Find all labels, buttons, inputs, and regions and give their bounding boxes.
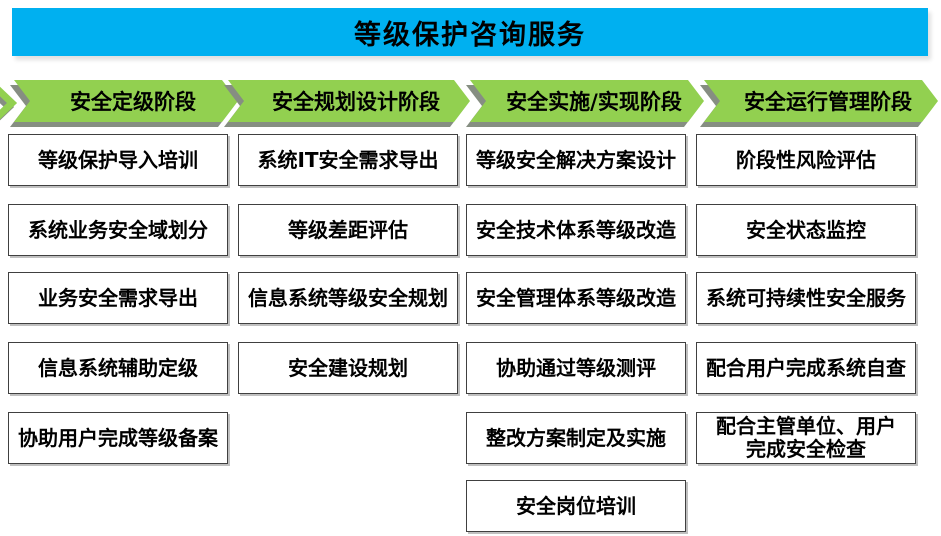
task-box: 安全建设规划 [238,342,458,394]
task-box: 协助用户完成等级备案 [8,412,228,464]
arrow-fill [704,80,938,122]
phase-arrow-4: 安全运行管理阶段 [704,80,938,122]
arrow-fill [228,80,470,122]
phase-label-2: 安全规划设计阶段 [272,90,440,114]
task-box: 安全技术体系等级改造 [466,204,686,256]
task-box: 等级保护导入培训 [8,134,228,186]
title-banner: 等级保护咨询服务 [12,8,928,56]
task-box: 业务安全需求导出 [8,272,228,324]
task-box: 安全岗位培训 [466,480,686,532]
task-box: 安全状态监控 [696,204,916,256]
task-box: 系统可持续性安全服务 [696,272,916,324]
phase-arrow-1: 安全定级阶段 [14,80,238,122]
task-box: 信息系统等级安全规划 [238,272,458,324]
lead-chevron-icon [0,86,18,121]
task-box: 配合用户完成系统自查 [696,342,916,394]
task-box: 系统IT安全需求导出 [238,134,458,186]
phase-label-3: 安全实施/实现阶段 [506,90,682,114]
task-box: 等级差距评估 [238,204,458,256]
task-box: 系统业务安全域划分 [8,204,228,256]
phase-label-1: 安全定级阶段 [70,90,196,114]
task-box: 信息系统辅助定级 [8,342,228,394]
phase-label-4: 安全运行管理阶段 [744,90,912,114]
page-title: 等级保护咨询服务 [354,19,586,51]
task-box: 等级安全解决方案设计 [466,134,686,186]
arrow-fill [14,80,238,122]
task-box: 安全管理体系等级改造 [466,272,686,324]
phase-arrow-2: 安全规划设计阶段 [228,80,470,122]
task-box: 整改方案制定及实施 [466,412,686,464]
phase-arrow-3: 安全实施/实现阶段 [470,80,704,122]
arrow-fill [470,80,704,122]
task-box: 配合主管单位、用户 完成安全检查 [696,412,916,464]
task-box: 阶段性风险评估 [696,134,916,186]
task-box: 协助通过等级测评 [466,342,686,394]
